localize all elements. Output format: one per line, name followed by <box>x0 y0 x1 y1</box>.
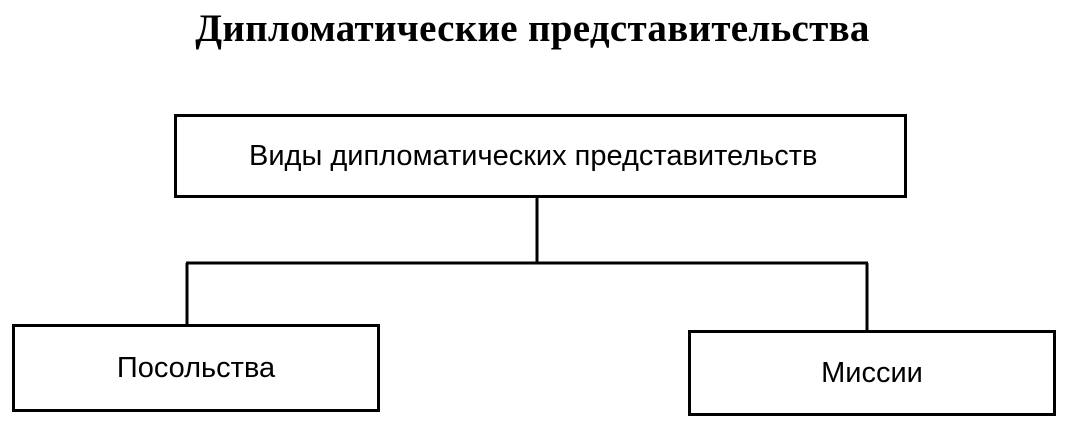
node-label: Виды дипломатических представительств <box>249 139 818 172</box>
node-label: Посольства <box>116 351 276 384</box>
diagram-title: Дипломатические представительства <box>195 7 870 50</box>
node-missions: Миссии <box>688 330 1056 416</box>
node-embassies: Посольства <box>12 324 380 412</box>
node-diplomatic-missions-types: Виды дипломатических представительств <box>174 114 907 198</box>
node-label: Миссии <box>821 356 923 389</box>
